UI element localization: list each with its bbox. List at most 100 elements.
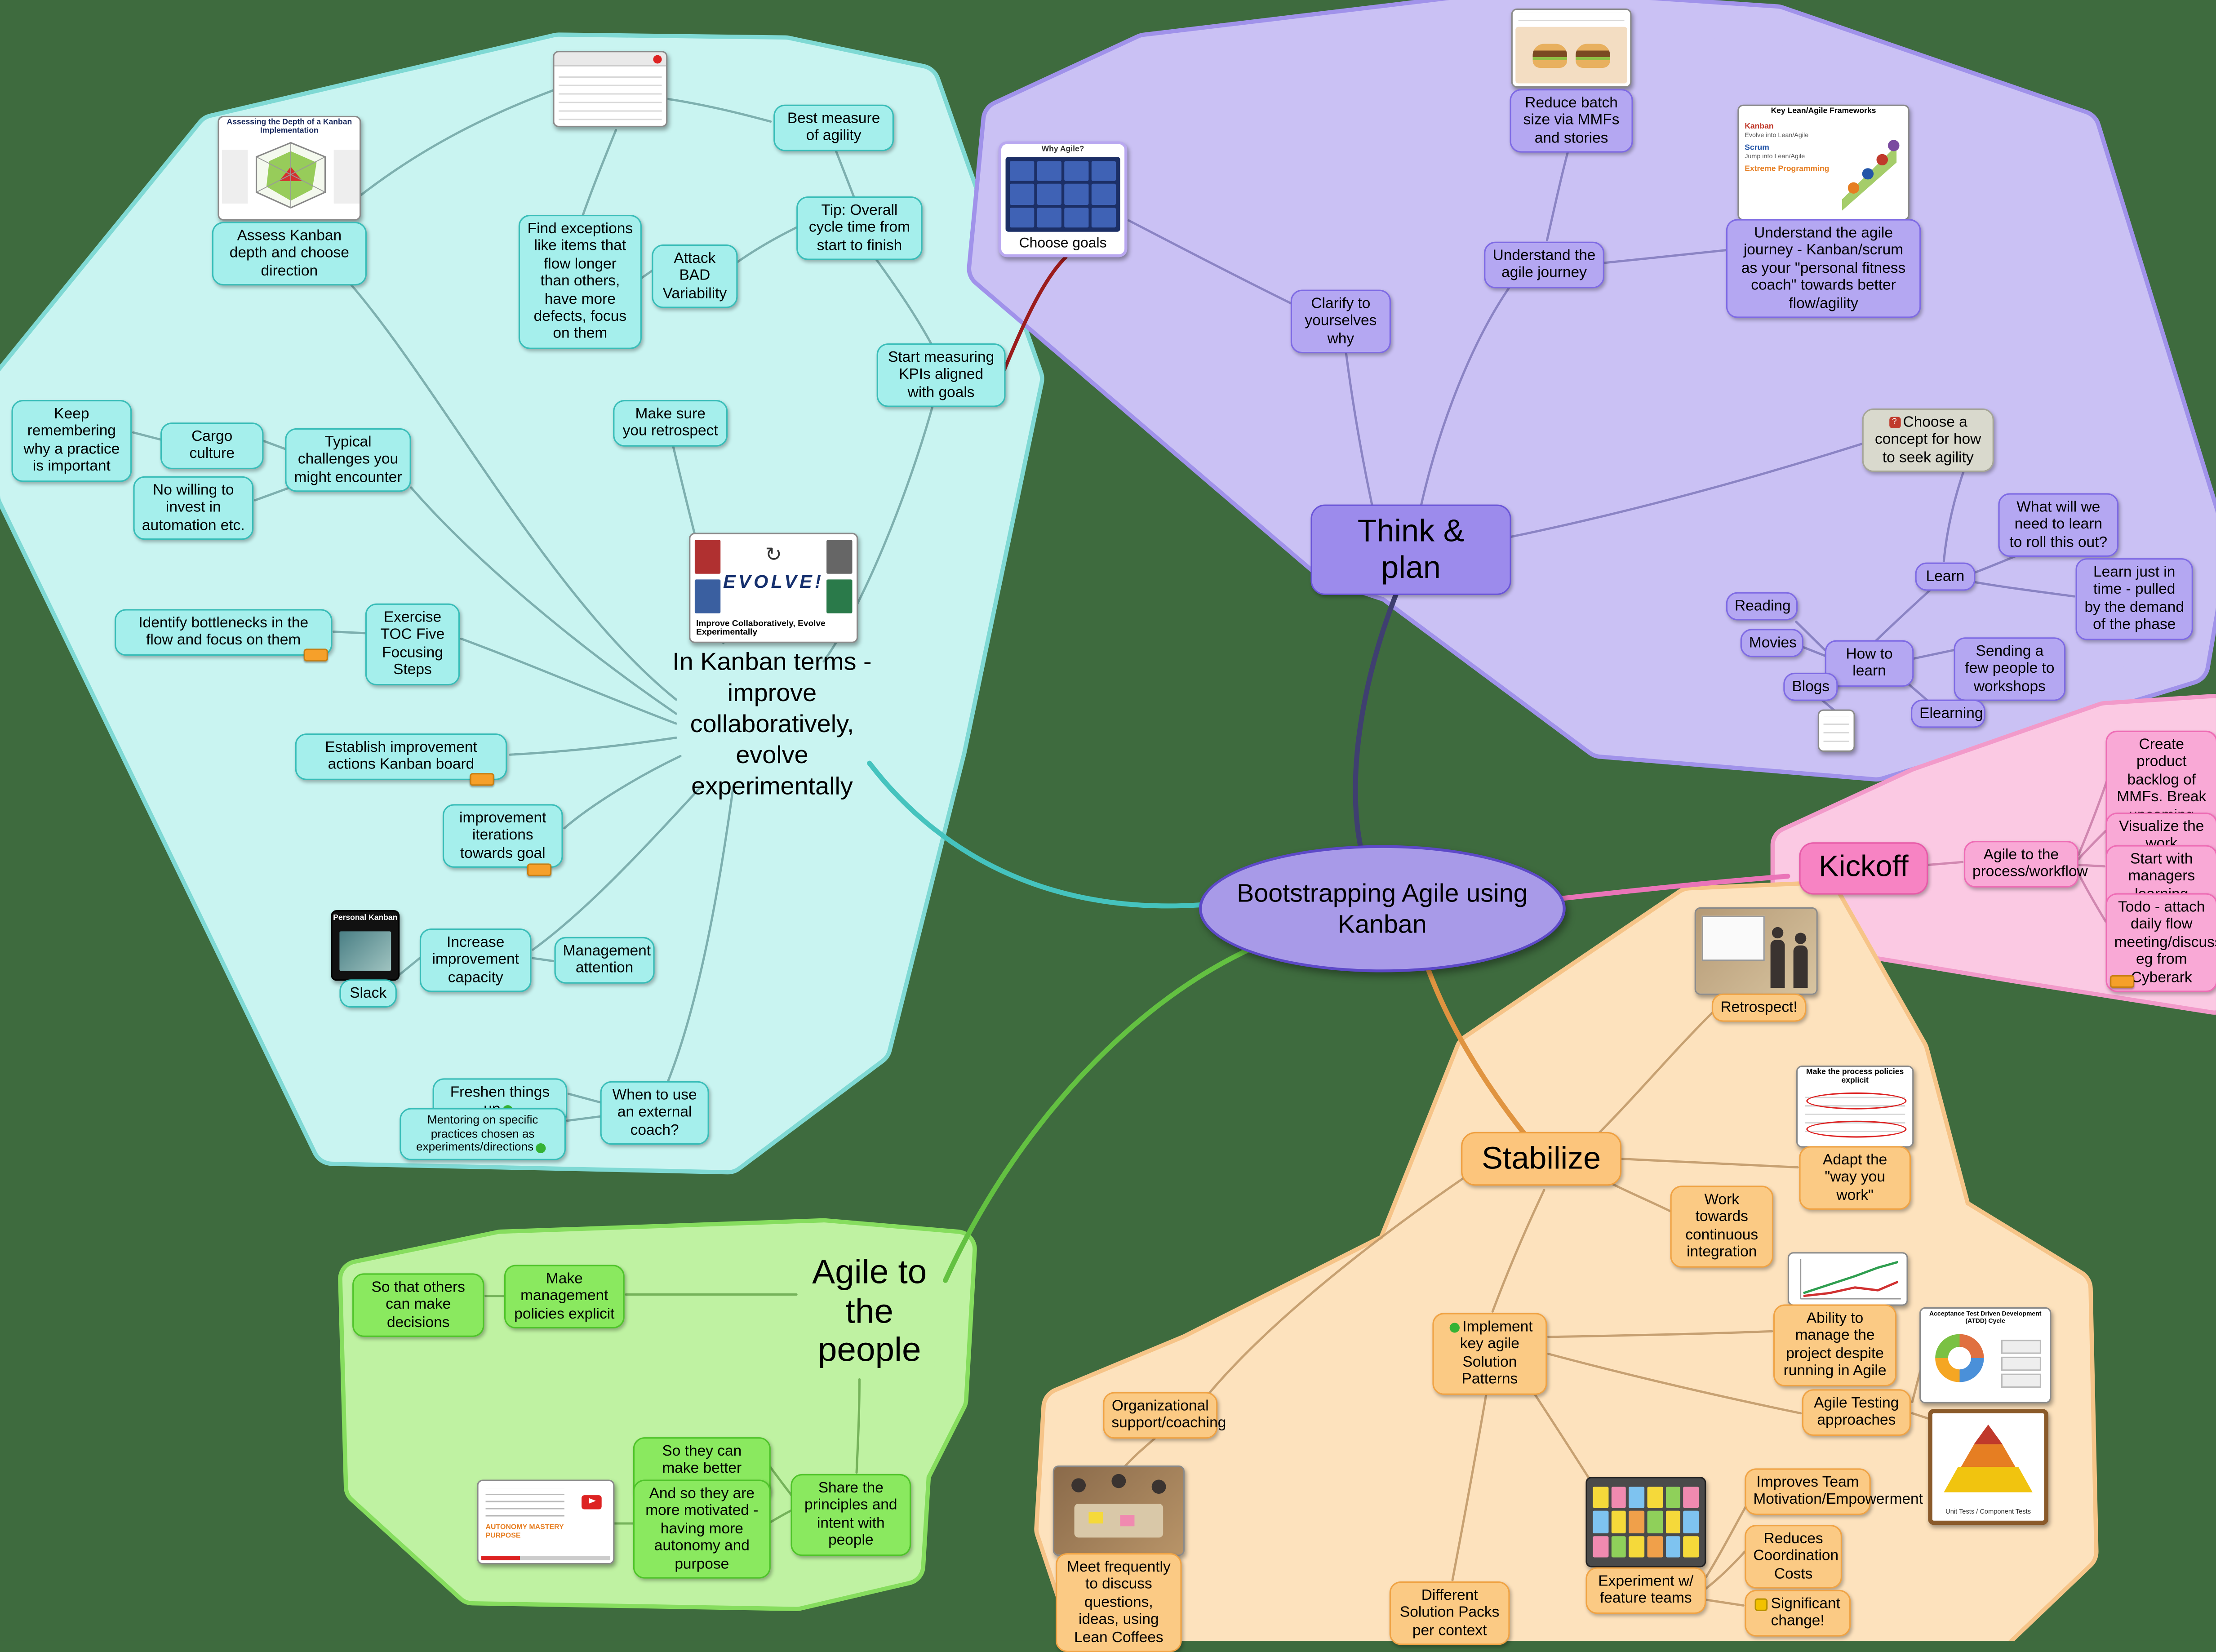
atdd-ring-center (1948, 1346, 1971, 1370)
node-solution-patterns[interactable]: Implement key agile Solution Patterns (1432, 1313, 1547, 1394)
node-cargo-culture[interactable]: Cargo culture (160, 422, 264, 469)
node-mentoring[interactable]: Mentoring on specific practices chosen a… (400, 1108, 566, 1160)
people-title[interactable]: Agile to the people (812, 1253, 927, 1370)
node-learn[interactable]: Learn (1915, 562, 1976, 591)
node-best-measure[interactable]: Best measure of agility (773, 104, 894, 151)
kanban-depth-radar-image[interactable]: Assessing the Depth of a Kanban Implemen… (218, 115, 361, 221)
retrospective-photo[interactable] (1694, 907, 1818, 995)
node-blogs[interactable]: Blogs (1783, 672, 1838, 702)
node-continuous-integration[interactable]: Work towards continuous integration (1670, 1186, 1774, 1267)
node-reduce-batch-size[interactable]: Reduce batch size via MMFs and stories (1510, 89, 1633, 153)
node-start-measuring-kpis[interactable]: Start measuring KPIs aligned with goals (876, 343, 1006, 408)
process-policies-image[interactable]: Make the process policies explicit (1796, 1066, 1914, 1148)
node-org-support[interactable]: Organizational support/coaching (1103, 1392, 1226, 1439)
node-what-learn[interactable]: What will we need to learn to roll this … (1998, 493, 2119, 557)
frameworks-diagram (1842, 140, 1900, 211)
priority-tag-icon (2110, 975, 2135, 988)
node-how-to-learn[interactable]: How to learn (1825, 640, 1914, 687)
node-improvement-iterations[interactable]: improvement iterations towards goal (442, 804, 563, 868)
node-improves-motivation[interactable]: Improves Team Motivation/Empowerment (1745, 1468, 1923, 1515)
node-attack-bad-variability[interactable]: Attack BAD Variability (652, 244, 738, 308)
lean-coffee-photo[interactable] (1052, 1465, 1185, 1556)
node-keep-remembering[interactable]: Keep remembering why a practice is impor… (11, 400, 132, 481)
spreadsheet-image[interactable] (553, 51, 668, 128)
evolve-book-image[interactable]: ↻ EVOLVE! Improve Collaboratively, Evolv… (689, 533, 858, 643)
node-external-coach[interactable]: When to use an external coach? (600, 1081, 709, 1145)
burnup-chart-image[interactable] (1787, 1252, 1908, 1306)
pyramid-caption: Unit Tests / Component Tests (1945, 1508, 2031, 1515)
node-increase-capacity[interactable]: Increase improvement capacity (419, 928, 532, 992)
atdd-cycle-image[interactable]: Acceptance Test Driven Development (ATDD… (1919, 1307, 2052, 1403)
node-workshops[interactable]: Sending a few people to workshops (1954, 637, 2066, 702)
book-cover (694, 579, 721, 613)
node-agile-testing[interactable]: Agile Testing approaches (1802, 1389, 1911, 1436)
why-agile-image[interactable]: Why Agile? Choose goals (998, 141, 1128, 258)
kanban-hub-title[interactable]: In Kanban terms - improve collaborativel… (672, 647, 872, 799)
personal-kanban-book-image[interactable]: Personal Kanban (331, 910, 400, 981)
node-clarify-why[interactable]: Clarify to yourselves why (1290, 289, 1391, 354)
document-image[interactable] (1817, 709, 1855, 752)
drive-video-image[interactable]: AUTONOMY MASTERY PURPOSE (477, 1479, 615, 1565)
think-plan-connectors (1128, 143, 2075, 712)
node-retrospect[interactable]: Retrospect! (1711, 993, 1807, 1022)
spreadsheet-header (554, 52, 666, 67)
branch-people (943, 944, 1257, 1283)
burger-icon (1532, 43, 1568, 67)
node-understand-journey[interactable]: Understand the agile journey (1484, 241, 1604, 288)
fw-scrum: Scrum (1745, 144, 1769, 153)
person-head (1794, 933, 1807, 944)
node-reading[interactable]: Reading (1726, 592, 1798, 621)
node-tip-cycle-time[interactable]: Tip: Overall cycle time from start to fi… (796, 196, 923, 261)
sticky-notes-board-image[interactable] (1585, 1477, 1706, 1568)
node-feature-teams[interactable]: Experiment w/ feature teams (1585, 1567, 1706, 1614)
node-make-sure-retrospect[interactable]: Make sure you retrospect (613, 400, 728, 446)
table (1074, 1503, 1164, 1538)
person-head (1151, 1479, 1166, 1494)
node-adapt-way-you-work[interactable]: Adapt the "way you work" (1799, 1146, 1911, 1210)
frameworks-list: Kanban Evolve into Lean/Agile Scrum Jump… (1745, 123, 1829, 174)
test-pyramid-image[interactable]: Unit Tests / Component Tests (1928, 1409, 2048, 1525)
node-establish-improvement-actions[interactable]: Establish improvement actions Kanban boa… (295, 733, 507, 780)
pyramid-top (1974, 1424, 2003, 1444)
kickoff-connectors (1927, 779, 2109, 923)
center-topic[interactable]: Bootstrapping Agile using Kanban (1199, 845, 1566, 973)
think-plan-title[interactable]: Think & plan (1310, 504, 1511, 595)
node-agile-process-workflow[interactable]: Agile to the process/workflow (1963, 841, 2088, 888)
node-identify-bottlenecks[interactable]: Identify bottlenecks in the flow and foc… (114, 609, 333, 656)
node-assess-kanban-depth[interactable]: Assess Kanban depth and choose direction (212, 222, 367, 286)
stabilize-title[interactable]: Stabilize (1461, 1132, 1622, 1186)
node-others-make-decisions[interactable]: So that others can make decisions (352, 1273, 484, 1337)
node-manage-project[interactable]: Ability to manage the project despite ru… (1773, 1304, 1897, 1386)
play-button-icon (582, 1495, 602, 1510)
stabilize-region-fill (1038, 884, 2094, 1641)
node-significant-change[interactable]: Significant change! (1745, 1590, 1851, 1636)
node-slack[interactable]: Slack (339, 979, 397, 1008)
kickoff-title[interactable]: Kickoff (1799, 842, 1928, 894)
node-more-motivated[interactable]: And so they are more motivated - having … (633, 1479, 771, 1579)
node-share-principles[interactable]: Share the principles and intent with peo… (790, 1474, 911, 1555)
burger-icon (1576, 43, 1610, 67)
node-learn-jit[interactable]: Learn just in time - pulled by the deman… (2075, 558, 2193, 639)
node-exercise-toc[interactable]: Exercise TOC Five Focusing Steps (365, 603, 460, 685)
atdd-label-box (2001, 1340, 2042, 1354)
node-lean-coffees[interactable]: Meet frequently to discuss questions, id… (1056, 1553, 1182, 1652)
node-elearning[interactable]: Elearning (1910, 699, 1985, 728)
node-solution-packs[interactable]: Different Solution Packs per context (1389, 1581, 1510, 1645)
frameworks-image[interactable]: Key Lean/Agile Frameworks Kanban Evolve … (1737, 104, 1910, 221)
node-movies[interactable]: Movies (1740, 629, 1803, 658)
node-find-exceptions[interactable]: Find exceptions like items that flow lon… (518, 214, 642, 349)
node-management-attention[interactable]: Management attention (554, 937, 655, 983)
node-understand-journey-long[interactable]: Understand the agile journey - Kanban/sc… (1726, 219, 1921, 318)
branch-kickoff (1556, 874, 1790, 901)
node-choose-concept[interactable]: ?Choose a concept for how to seek agilit… (1862, 408, 1994, 472)
person-head (1772, 927, 1784, 939)
burgers-image[interactable] (1511, 8, 1632, 88)
priority-tag-icon (303, 648, 328, 662)
node-label: Implement key agile Solution Patterns (1460, 1319, 1533, 1388)
branch-think-plan (1353, 560, 1412, 851)
node-no-willing-invest[interactable]: No willing to invest in automation etc. (133, 476, 254, 540)
node-reduces-coordination[interactable]: Reduces Coordination Costs (1745, 1525, 1842, 1589)
node-typical-challenges[interactable]: Typical challenges you might encounter (285, 428, 411, 492)
node-management-policies[interactable]: Make management policies explicit (504, 1265, 625, 1329)
priority-tag-icon (470, 773, 494, 786)
